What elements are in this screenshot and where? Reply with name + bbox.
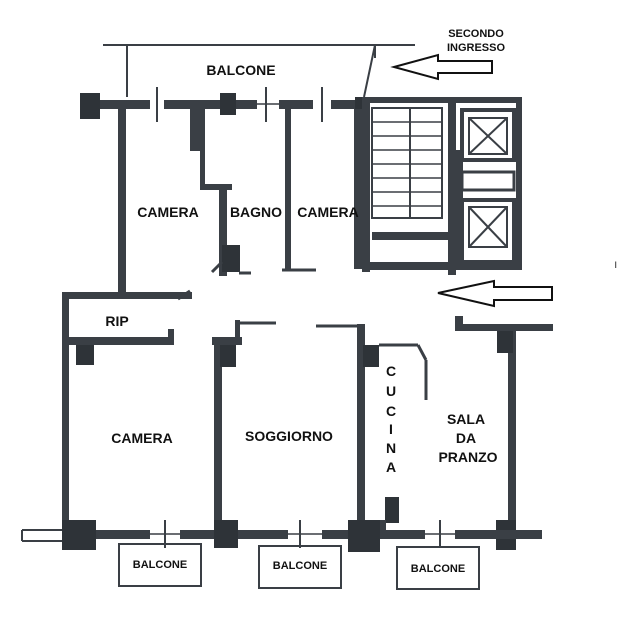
elevator-icon	[460, 108, 516, 264]
cucina-letter: C	[386, 403, 396, 419]
room-camera-3: CAMERA	[111, 430, 172, 446]
secondo-ingresso-label-2: INGRESSO	[447, 42, 506, 54]
cucina-letter: U	[386, 383, 396, 399]
balcone-top-label: BALCONE	[206, 62, 275, 78]
entrance-arrow-icon	[437, 279, 553, 308]
stray-mark: I	[614, 260, 617, 270]
lower-left-walls	[62, 289, 428, 538]
staircase-icon	[362, 97, 522, 275]
room-sala-line-3: PRANZO	[438, 449, 497, 465]
balcone-bottom-label-3: BALCONE	[411, 563, 465, 575]
room-camera-2: CAMERA	[297, 204, 358, 220]
room-sala-line-1: SALA	[447, 411, 485, 427]
cucina-letter: A	[386, 459, 396, 475]
room-camera-1: CAMERA	[137, 204, 198, 220]
lower-balconies	[118, 543, 480, 590]
second-entrance-arrow-icon	[390, 53, 493, 81]
cucina-letter: C	[386, 363, 396, 379]
upper-partitions	[118, 109, 362, 294]
room-bagno: BAGNO	[230, 204, 282, 220]
cucina-letter: I	[389, 421, 393, 437]
upper-wall	[80, 87, 370, 155]
room-soggiorno: SOGGIORNO	[245, 428, 333, 444]
room-sala-line-2: DA	[456, 430, 476, 446]
lower-wall	[21, 520, 542, 552]
right-walls	[455, 316, 553, 550]
cucina-letter: N	[386, 440, 396, 456]
secondo-ingresso-label-1: SECONDO	[448, 28, 504, 40]
room-rip: RIP	[105, 313, 128, 329]
room-cucina: C U C I N A	[386, 363, 396, 475]
top-balcony	[103, 44, 415, 98]
balcone-bottom-label-1: BALCONE	[133, 559, 187, 571]
balcone-bottom-label-2: BALCONE	[273, 560, 327, 572]
